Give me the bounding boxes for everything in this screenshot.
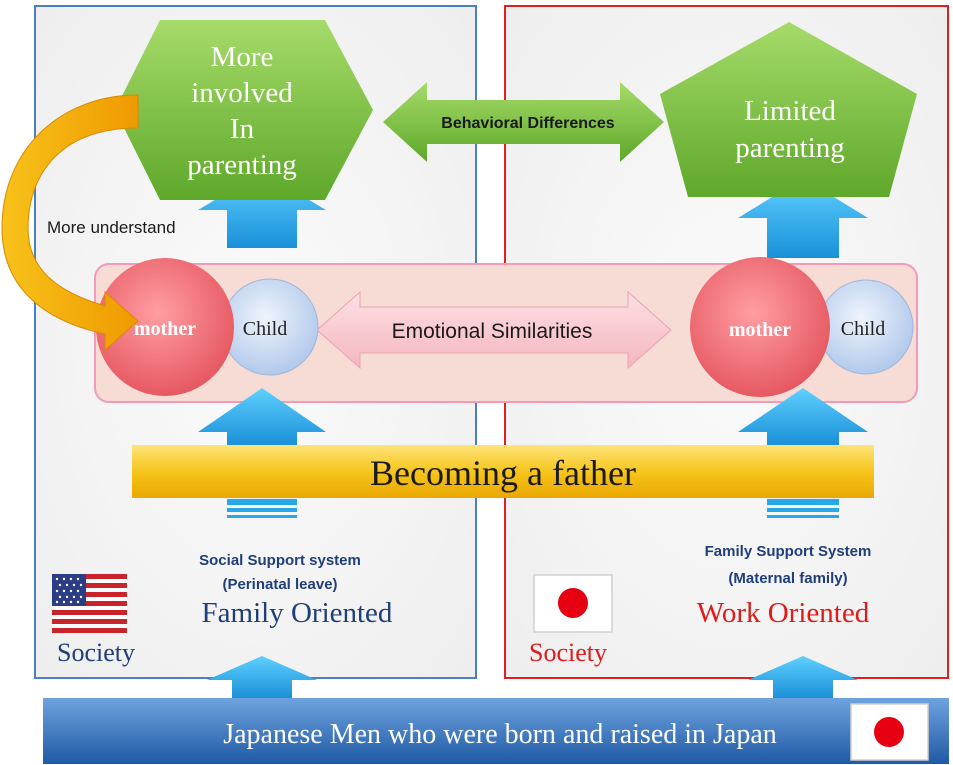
us-flag-icon	[52, 574, 127, 633]
outcome-hexagon-left	[115, 20, 373, 200]
mother-label-left: mother	[134, 318, 196, 340]
arrow-up-left-mid	[198, 388, 326, 445]
arrow-up-right-bottom	[748, 656, 858, 698]
bottom-banner	[43, 698, 949, 764]
orientation-left: Family Oriented	[202, 597, 393, 629]
orientation-right: Work Oriented	[697, 597, 870, 629]
outcome-right-line2: parenting	[735, 132, 845, 164]
support-right-line2: (Maternal family)	[728, 570, 847, 587]
outcome-left-line2: involved	[191, 77, 293, 109]
society-left: Society	[57, 638, 135, 667]
child-label-right: Child	[841, 318, 885, 340]
arrow-stripes-left	[227, 499, 297, 518]
japan-flag-icon	[533, 574, 613, 633]
outcome-right-line1: Limited	[744, 95, 836, 127]
arrow-up-right-top	[738, 178, 868, 258]
becoming-father-banner	[132, 445, 874, 498]
arrow-up-right-mid	[738, 388, 868, 445]
support-left-line1: Social Support system	[199, 552, 361, 569]
arrow-up-left-bottom	[207, 656, 317, 698]
support-left-line2: (Perinatal leave)	[222, 576, 337, 593]
outcome-left-line4: parenting	[187, 149, 297, 181]
support-right-line1: Family Support System	[705, 543, 872, 560]
society-right: Society	[529, 638, 607, 667]
emotional-double-arrow	[316, 290, 672, 370]
curved-orange-arrow	[1, 94, 139, 352]
mother-circle-left	[96, 258, 234, 396]
behavioral-label: Behavioral Differences	[441, 115, 615, 132]
outcome-pentagon-right	[660, 22, 917, 197]
japan-flag-bottom-icon	[850, 703, 929, 761]
more-understand-label: More understand	[47, 218, 176, 237]
becoming-father-label: Becoming a father	[370, 453, 636, 493]
mother-label-right: mother	[729, 319, 791, 341]
emotional-label: Emotional Similarities	[392, 320, 593, 343]
outcome-left-line3: In	[230, 113, 255, 145]
mother-circle-right	[690, 257, 830, 397]
child-label-left: Child	[243, 318, 287, 340]
bottom-banner-label: Japanese Men who were born and raised in…	[223, 719, 777, 750]
outcome-left-line1: More	[211, 41, 274, 73]
arrow-stripes-right	[767, 499, 839, 518]
behavioral-double-arrow	[383, 82, 664, 162]
